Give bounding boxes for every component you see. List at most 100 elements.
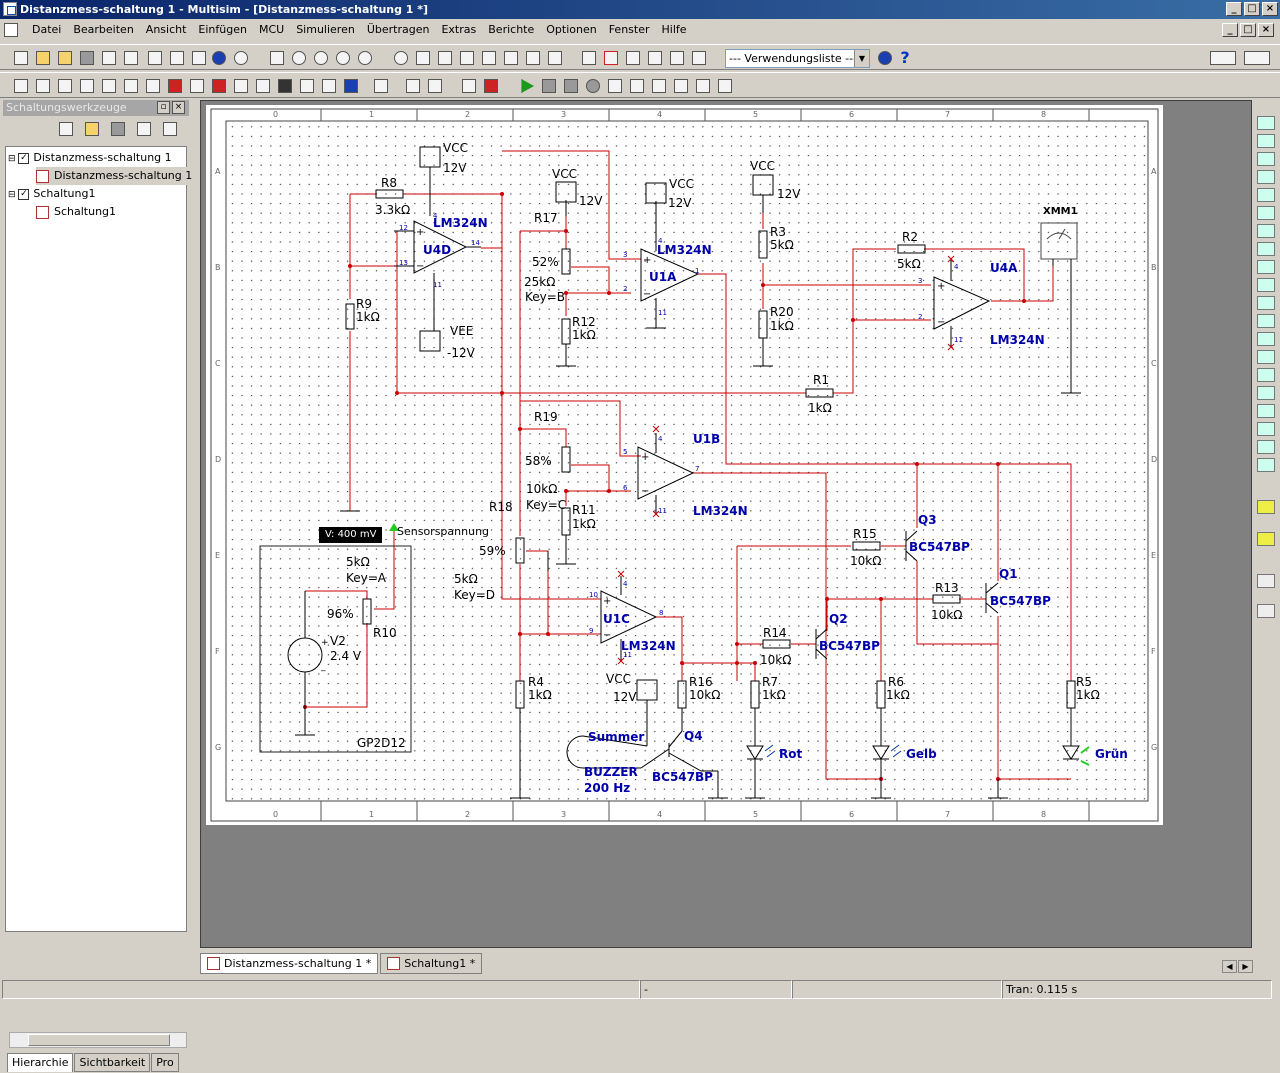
tab-sichtbarkeit[interactable]: Sichtbarkeit bbox=[74, 1053, 151, 1072]
tab-left-arrow-icon[interactable]: ◀ bbox=[1222, 960, 1237, 973]
logic-analyzer-icon[interactable] bbox=[1257, 260, 1275, 274]
tree-item-distanzmess[interactable]: ⊟ ✓Distanzmess-schaltung 1 bbox=[8, 151, 172, 164]
new-file-icon[interactable] bbox=[12, 49, 30, 67]
bode-plotter-icon[interactable] bbox=[1257, 206, 1275, 220]
hierarchical-block-icon[interactable] bbox=[372, 77, 390, 95]
zoom-out-icon[interactable] bbox=[312, 49, 330, 67]
menu-extras[interactable]: Extras bbox=[441, 23, 477, 36]
wattmeter-icon[interactable] bbox=[1257, 152, 1275, 166]
frequency-counter-icon[interactable] bbox=[1257, 224, 1275, 238]
network-analyzer-icon[interactable] bbox=[1257, 350, 1275, 364]
menu-simulieren[interactable]: Simulieren bbox=[296, 23, 355, 36]
instrument-icon[interactable] bbox=[1257, 574, 1275, 588]
menu-einfuegen[interactable]: Einfügen bbox=[198, 23, 247, 36]
menu-berichte[interactable]: Berichte bbox=[488, 23, 535, 36]
document-icon[interactable] bbox=[4, 23, 18, 37]
full-screen-icon[interactable] bbox=[268, 49, 286, 67]
menu-fenster[interactable]: Fenster bbox=[608, 23, 650, 36]
database-icon[interactable] bbox=[480, 49, 498, 67]
menu-mcu[interactable]: MCU bbox=[258, 23, 285, 36]
breakpoint-icon[interactable] bbox=[694, 77, 712, 95]
toggle-switch-icon[interactable] bbox=[1242, 49, 1272, 67]
open-folder-icon[interactable] bbox=[34, 49, 52, 67]
print-preview-icon[interactable] bbox=[122, 49, 140, 67]
checkbox-icon[interactable]: ✓ bbox=[18, 152, 30, 164]
close-design-icon[interactable] bbox=[135, 120, 153, 138]
tab-right-arrow-icon[interactable]: ▶ bbox=[1238, 960, 1253, 973]
menu-datei[interactable]: Datei bbox=[32, 23, 62, 36]
function-generator-icon[interactable] bbox=[1257, 134, 1275, 148]
transistor-icon[interactable] bbox=[78, 77, 96, 95]
run-to-cursor-icon[interactable] bbox=[672, 77, 690, 95]
distortion-analyzer-icon[interactable] bbox=[1257, 314, 1275, 328]
remove-breakpoints-icon[interactable] bbox=[716, 77, 734, 95]
zoom-in-icon[interactable] bbox=[290, 49, 308, 67]
annotate-icon[interactable] bbox=[646, 49, 664, 67]
save-design-icon[interactable] bbox=[109, 120, 127, 138]
multimeter-icon[interactable] bbox=[1257, 116, 1275, 130]
grapher-icon[interactable] bbox=[546, 49, 564, 67]
panel-scrollbar[interactable] bbox=[9, 1032, 187, 1048]
bus-icon[interactable] bbox=[404, 77, 422, 95]
minimize-button[interactable]: _ bbox=[1226, 2, 1242, 16]
save-icon[interactable] bbox=[78, 49, 96, 67]
word-generator-icon[interactable] bbox=[1257, 242, 1275, 256]
bom-icon[interactable] bbox=[482, 77, 500, 95]
forward-annotate-icon[interactable] bbox=[690, 49, 708, 67]
globe-icon[interactable] bbox=[876, 49, 894, 67]
back-annotate-icon[interactable] bbox=[668, 49, 686, 67]
run-icon[interactable] bbox=[518, 77, 536, 95]
mixed-icon[interactable] bbox=[188, 77, 206, 95]
tab-distanzmess[interactable]: Distanzmess-schaltung 1 * bbox=[200, 953, 379, 974]
diode-icon[interactable] bbox=[56, 77, 74, 95]
ttl-icon[interactable] bbox=[122, 77, 140, 95]
new-design-icon[interactable] bbox=[57, 120, 75, 138]
step-out-icon[interactable] bbox=[650, 77, 668, 95]
agilent-generator-icon[interactable] bbox=[1257, 368, 1275, 382]
logic-converter-icon[interactable] bbox=[1257, 278, 1275, 292]
cmos-icon[interactable] bbox=[144, 77, 162, 95]
misc-digital-icon[interactable] bbox=[166, 77, 184, 95]
tool-icon[interactable] bbox=[1257, 604, 1275, 618]
electromechanical-icon[interactable] bbox=[320, 77, 338, 95]
tab-hierarchie[interactable]: Hierarchie bbox=[7, 1053, 74, 1072]
checkbox-icon[interactable]: ✓ bbox=[18, 188, 30, 200]
iv-analyzer-icon[interactable] bbox=[1257, 296, 1275, 310]
paste-icon[interactable] bbox=[190, 49, 208, 67]
four-channel-scope-icon[interactable] bbox=[1257, 188, 1275, 202]
copy-icon[interactable] bbox=[168, 49, 186, 67]
design-toolbox-icon[interactable] bbox=[436, 49, 454, 67]
spectrum-analyzer-icon[interactable] bbox=[1257, 332, 1275, 346]
pause-icon[interactable] bbox=[540, 77, 558, 95]
analog-icon[interactable] bbox=[100, 77, 118, 95]
maximize-button[interactable]: □ bbox=[1244, 2, 1260, 16]
menu-bearbeiten[interactable]: Bearbeiten bbox=[73, 23, 134, 36]
doc-minimize-button[interactable]: _ bbox=[1222, 23, 1238, 37]
panel-float-button[interactable]: ▫ bbox=[157, 101, 170, 114]
open-sample-icon[interactable] bbox=[56, 49, 74, 67]
search-icon[interactable] bbox=[392, 49, 410, 67]
indicator-icon[interactable] bbox=[210, 77, 228, 95]
spreadsheet-icon[interactable] bbox=[414, 49, 432, 67]
probe-icon[interactable] bbox=[1257, 500, 1275, 514]
collapse-icon[interactable]: ⊟ bbox=[8, 154, 19, 164]
wire-icon[interactable] bbox=[426, 77, 444, 95]
agilent-multimeter-icon[interactable] bbox=[1257, 386, 1275, 400]
power-icon[interactable] bbox=[232, 77, 250, 95]
step-icon[interactable] bbox=[584, 77, 602, 95]
redo-icon[interactable] bbox=[232, 49, 250, 67]
labview-icon[interactable] bbox=[1257, 440, 1275, 454]
doc-restore-button[interactable]: □ bbox=[1240, 23, 1256, 37]
help-icon[interactable]: ? bbox=[900, 48, 910, 67]
grid-icon[interactable] bbox=[502, 49, 520, 67]
print-icon[interactable] bbox=[100, 49, 118, 67]
peripherals-icon[interactable] bbox=[276, 77, 294, 95]
menu-hilfe[interactable]: Hilfe bbox=[661, 23, 687, 36]
collapse-icon[interactable]: ⊟ bbox=[8, 190, 19, 200]
oscilloscope-icon[interactable] bbox=[1257, 170, 1275, 184]
chevron-down-icon[interactable]: ▼ bbox=[854, 50, 869, 67]
table-icon[interactable] bbox=[458, 49, 476, 67]
netlist-icon[interactable] bbox=[460, 77, 478, 95]
